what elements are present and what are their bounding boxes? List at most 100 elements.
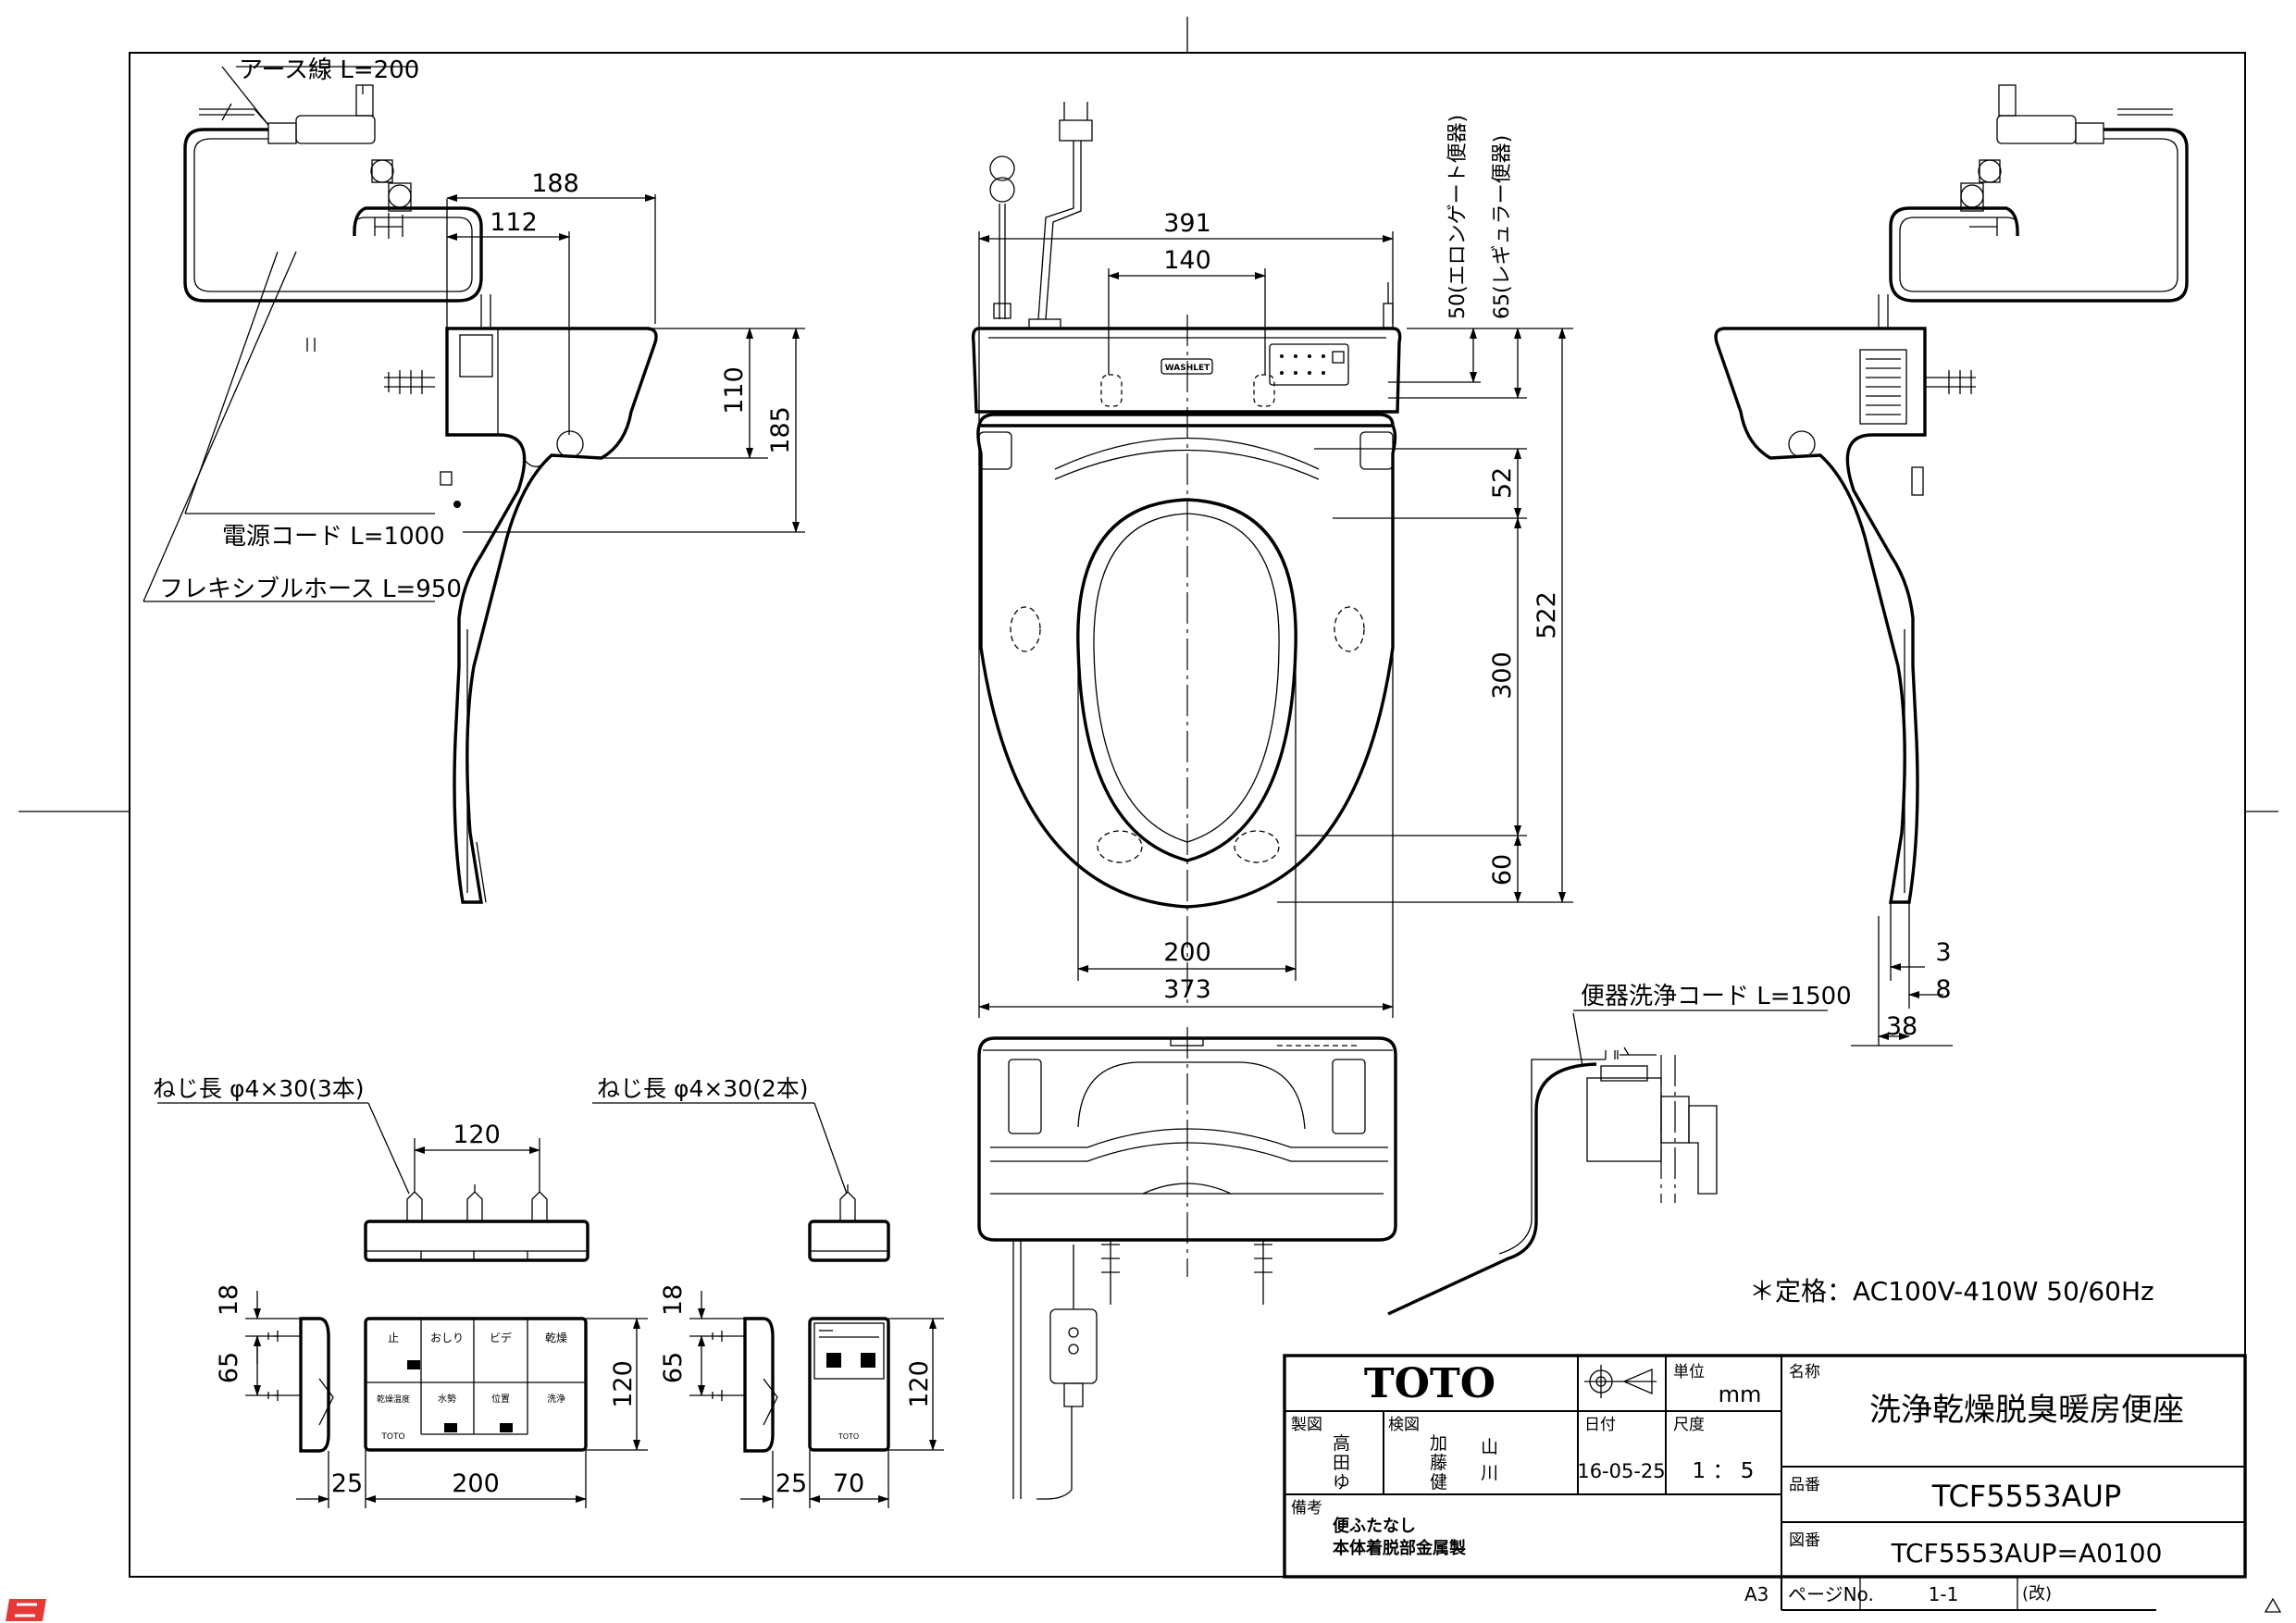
dim-65-left: 65 [215,1352,243,1383]
drawn-by-2: 田 [1333,1453,1350,1473]
dim-120-remote: 120 [609,1360,638,1408]
top-plan-view: WASHLET [971,102,1402,1009]
remote-brand: TOTO [380,1432,404,1442]
revision-label: (改) [2022,1584,2052,1604]
scale-label: 尺度 [1673,1416,1705,1434]
dim-25-right: 25 [776,1469,807,1498]
dim-18-right: 18 [659,1284,688,1316]
dim-300: 300 [1488,651,1517,700]
dim-38: 38 [1886,1012,1917,1041]
unit-value: mm [1719,1381,1762,1407]
remote-pressure-icon [444,1423,457,1432]
dim-522: 522 [1533,591,1561,639]
mount-plates [364,1184,890,1262]
power-cord-label: 電源コード L=1000 [222,523,445,551]
drawing-value: TCF5553AUP=A0100 [1891,1538,2163,1568]
page-label: ページNo. [1788,1583,1874,1605]
date-label: 日付 [1584,1416,1616,1434]
checked-by-a1: 加 [1430,1433,1447,1454]
scale-value: 1 ： 5 [1693,1459,1755,1483]
dim-52: 52 [1488,467,1517,499]
remote-stop-icon [407,1360,420,1369]
small-remote-btn-icon [826,1353,841,1368]
dim-391: 391 [1163,209,1211,238]
regular-label: 65(レギュラー便器) [1491,135,1514,319]
remote-face: 止 おしり ビデ 乾燥 水勢 位置 洗浄 乾燥温度 TOTO [364,1317,588,1452]
top-view-dimensions: 391 140 50(エロンゲート便器) 65(レギュラー便器) 52 300 … [978,115,1573,1018]
dim-200: 200 [1163,938,1211,967]
page-value: 1-1 [1929,1583,1959,1605]
toilet-wash-cord-unit: 便器洗浄コード L=1500 [1387,983,1852,1316]
dim-120-screws: 120 [453,1121,501,1149]
dim-373: 373 [1163,975,1211,1004]
notes-line-1: 便ふたなし [1333,1516,1416,1536]
remote-dimensions: 18 65 120 25 200 18 65 120 25 70 [215,1284,944,1508]
name-label: 名称 [1789,1363,1820,1381]
unit-label: 単位 [1673,1363,1705,1381]
remote-btn-wash: 洗浄 [547,1393,565,1405]
small-remote-btn-icon-2 [861,1353,875,1368]
remote-btn-stop: 止 [388,1332,399,1344]
name-value: 洗浄乾燥脱臭暖房便座 [1869,1392,2184,1429]
dim-8: 8 [1935,975,1951,1004]
small-remote-brand: TOTO [838,1432,859,1441]
revision-triangle-icon [2264,1597,2282,1613]
projection-symbol-icon [1584,1365,1657,1398]
checked-by-a3: 健 [1430,1472,1447,1493]
left-side-view [183,84,658,904]
dim-70: 70 [833,1469,864,1498]
remote-wash-icon [500,1423,513,1432]
sheet-frame [6,17,2282,1621]
control-panel-buttons [1280,351,1345,375]
dim-18-left: 18 [215,1284,243,1316]
dim-3: 3 [1935,938,1951,967]
title-block: TOTO 単位 mm 名称 洗浄乾燥脱臭暖房便座 製図 高 田 ゆ 検図 加 藤… [1283,1354,2247,1611]
remote-side-left [267,1317,334,1453]
corner-logo-icon [6,1599,46,1621]
dim-112: 112 [490,208,538,237]
flex-hose-label: フレキシブルホース L=950 [159,576,462,603]
screw-dimensions: ねじ長 φ4×30(3本) ねじ長 φ4×30(2本) 120 [153,1075,848,1195]
part-value: TCF5553AUP [1931,1479,2121,1514]
remote-btn-dry-temp: 乾燥温度 [377,1394,410,1405]
screw-left-label: ねじ長 φ4×30(3本) [153,1075,365,1102]
dim-110: 110 [720,366,749,415]
remote-btn-pressure: 水勢 [438,1393,456,1405]
drawn-by-1: 高 [1333,1433,1350,1454]
date-value: 16-05-25 [1577,1460,1665,1482]
screw-right-label: ねじ長 φ4×30(2本) [597,1075,809,1102]
front-elevation-view [977,1027,1397,1500]
dim-60: 60 [1488,854,1517,886]
checked-by-a2: 藤 [1430,1453,1447,1473]
drawn-by-3: ゆ [1333,1472,1350,1493]
remote-btn-bidet: ビデ [490,1331,512,1344]
toilet-cord-label: 便器洗浄コード L=1500 [1581,983,1852,1010]
checked-by-b1: 山 [1481,1437,1498,1457]
remote-btn-rear: おしり [430,1332,464,1344]
dim-200-remote: 200 [452,1469,500,1498]
dim-120-small: 120 [905,1360,934,1408]
paper-size: A3 [1744,1583,1769,1605]
check-label: 検図 [1388,1416,1420,1434]
right-view-dimensions: 3 8 38 [1851,902,1953,1047]
washlet-logo: WASHLET [1165,364,1210,373]
remote-side-right [712,1317,778,1453]
rating-note: ＊定格：AC100V-410W 50/60Hz [1749,1276,2154,1307]
remote-btn-position: 位置 [491,1393,510,1405]
earth-wire-label: アース線 L=200 [239,56,419,84]
checked-by-b2: 川 [1481,1463,1498,1483]
part-label: 品番 [1789,1476,1820,1494]
left-view-dimensions: 188 112 110 185 アース線 L=200 電源コード L=1000 … [143,56,805,603]
dim-185: 185 [766,406,795,454]
drawing-label: 図番 [1789,1531,1820,1550]
drawn-label: 製図 [1291,1416,1322,1434]
dim-140: 140 [1163,246,1211,275]
notes-line-2: 本体着脱部金属製 [1333,1538,1466,1558]
remote-small: TOTO [808,1317,890,1452]
dim-25-left: 25 [331,1469,363,1498]
title-brand: TOTO [1364,1360,1496,1407]
dim-188: 188 [531,169,579,198]
right-side-view [1714,84,2189,904]
dim-65-right: 65 [659,1352,688,1383]
